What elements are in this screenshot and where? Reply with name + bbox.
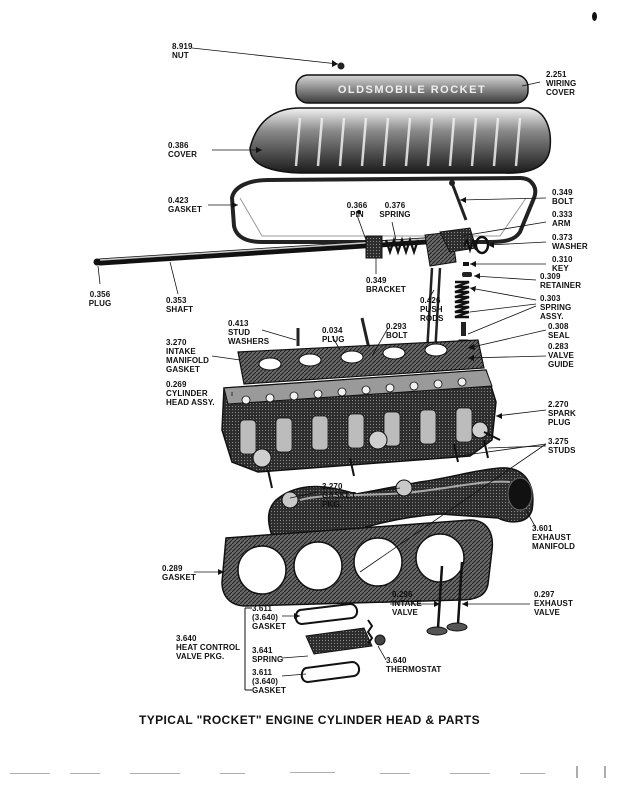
scan-mark	[592, 12, 597, 21]
valves-part	[426, 561, 468, 636]
nut-part	[337, 62, 345, 70]
label-retainer: 0.309 RETAINER	[540, 272, 582, 290]
label-thermostat: 3.640 THERMOSTAT	[386, 656, 442, 674]
label-gasket-pkg: 3.270 GASKET PKG.	[322, 482, 356, 509]
label-gasket-top: 0.423 GASKET	[168, 196, 202, 214]
label-wiring-cover: 2.251 WIRING COVER	[546, 70, 577, 97]
label-shaft: 0.353 SHAFT	[166, 296, 194, 314]
cover-lettering: OLDSMOBILE ROCKET	[338, 84, 486, 96]
label-bracket: 0.349 BRACKET	[366, 276, 406, 294]
label-spark-plug: 2.270 SPARK PLUG	[548, 400, 576, 427]
rocker-cover-part	[249, 107, 552, 174]
label-intake-gasket: 3.270 INTAKE MANIFOLD GASKET	[166, 338, 210, 374]
label-arm: 0.333 ARM	[552, 210, 573, 228]
label-key: 0.310 KEY	[552, 255, 573, 273]
label-seal: 0.308 SEAL	[548, 322, 570, 340]
label-plug-shaft: 0.356 PLUG	[88, 290, 112, 308]
label-plug-head: 0.034 PLUG	[322, 326, 345, 344]
label-exhaust-manifold: 3.601 EXHAUST MANIFOLD	[532, 524, 576, 551]
heat-control-valve-part	[294, 602, 386, 684]
intake-gasket-part	[237, 339, 485, 385]
label-stud-washers: 0.413 STUD WASHERS	[228, 319, 270, 346]
label-intake-valve: 0.296 INTAKE VALVE	[392, 590, 422, 617]
label-cylinder-head: 0.269 CYLINDER HEAD ASSY.	[166, 380, 215, 407]
label-spring-lower: 3.641 SPRING	[252, 646, 284, 664]
label-spring: 0.376 SPRING	[379, 201, 411, 219]
cylinder-head-part	[221, 369, 501, 473]
label-spring-assy: 0.303 SPRING ASSY.	[540, 294, 572, 321]
leader-lines	[97, 47, 547, 677]
label-washer: 0.373 WASHER	[552, 233, 588, 251]
top-bolt-part	[450, 182, 468, 221]
label-heat-control: 3.640 HEAT CONTROL VALVE PKG.	[176, 634, 241, 661]
studs-part	[267, 439, 489, 489]
label-gasket-lower: 3.611 (3.640) GASKET	[252, 668, 286, 695]
label-gasket-upper: 3.611 (3.640) GASKET	[252, 604, 286, 631]
label-bolt-top: 0.349 BOLT	[552, 188, 574, 206]
label-bolt-mid: 0.293 BOLT	[386, 322, 408, 340]
head-gasket-part	[221, 519, 494, 607]
leader-arrowheads	[218, 60, 502, 619]
label-pin: 0.366 PIN	[346, 201, 368, 219]
label-exhaust-valve: 0.297 EXHAUST VALVE	[534, 590, 573, 617]
top-gasket-part	[229, 175, 538, 244]
label-studs: 3.275 STUDS	[548, 437, 576, 455]
label-push-rods: 0.426 PUSH RODS	[420, 296, 444, 323]
label-head-gasket: 0.289 GASKET	[162, 564, 196, 582]
label-nut: 8.919 NUT	[172, 42, 193, 60]
label-cover: 0.386 COVER	[168, 141, 197, 159]
label-valve-guide: 0.283 VALVE GUIDE	[548, 342, 574, 369]
figure-caption: TYPICAL "ROCKET" ENGINE CYLINDER HEAD & …	[139, 713, 480, 727]
rocker-shaft-part	[93, 236, 444, 266]
wiring-cover-part: OLDSMOBILE ROCKET	[295, 74, 529, 104]
